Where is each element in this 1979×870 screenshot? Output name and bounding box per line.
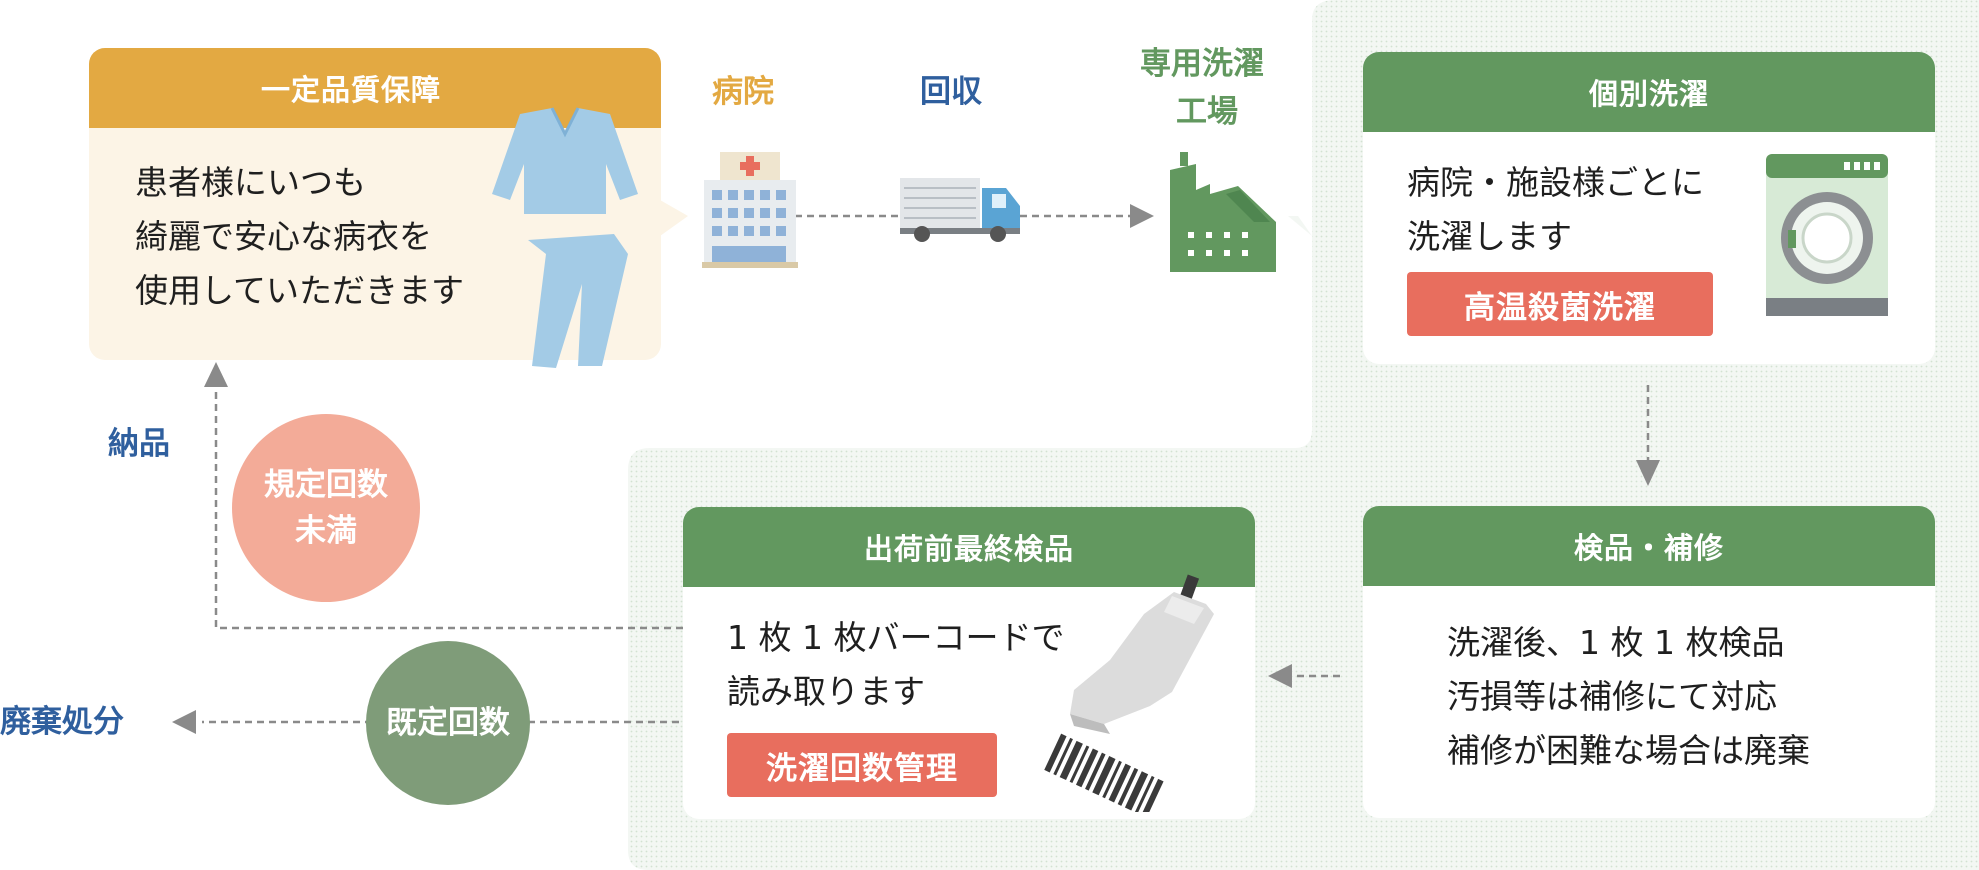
- inspect-line-2: 汚損等は補修にて対応: [1447, 677, 1777, 716]
- final-line-2: 読み取ります: [727, 672, 925, 711]
- inspection-repair-card: 検品・補修 洗濯後、1 枚 1 枚検品 汚損等は補修にて対応 補修が困難な場合は…: [1363, 506, 1935, 818]
- under-limit-line-1: 規定回数: [264, 467, 388, 503]
- factory-label-line-1: 専用洗濯: [1140, 46, 1264, 82]
- quality-line-1: 患者様にいつも: [135, 163, 366, 202]
- final-line-1: 1 枚 1 枚バーコードで: [727, 618, 1065, 657]
- washing-machine-icon: [1766, 154, 1888, 316]
- wash-line-1: 病院・施設様ごとに: [1407, 163, 1704, 202]
- factory-label-line-2: 工場: [1176, 94, 1238, 130]
- quality-card-title: 一定品質保障: [89, 48, 661, 128]
- under-limit-count-circle: 規定回数未満: [232, 414, 420, 602]
- factory-icon: [1170, 152, 1276, 272]
- bubble-pointer: [660, 200, 688, 236]
- quality-line-3: 使用していただきます: [135, 271, 465, 310]
- arrow-up-to-delivery: [204, 362, 228, 387]
- final-card-title: 出荷前最終検品: [683, 507, 1255, 587]
- pajama-icon: [492, 107, 638, 368]
- inspect-line-1: 洗濯後、1 枚 1 枚検品: [1447, 623, 1785, 662]
- disposal-label: 廃棄処分: [0, 704, 124, 740]
- barcode-scanner-icon: [1044, 574, 1214, 812]
- arrow-to-factory: [1130, 204, 1154, 228]
- hospital-building-icon: [702, 152, 798, 268]
- limit-reached-circle: 既定回数: [366, 641, 530, 805]
- wash-card-title: 個別洗濯: [1363, 52, 1935, 132]
- collection-label: 回収: [920, 74, 982, 110]
- arrow-left-to-final: [1268, 664, 1292, 688]
- high-temp-sterilization-tag: 高温殺菌洗濯: [1407, 272, 1713, 336]
- delivery-truck-icon: [900, 178, 1020, 242]
- arrow-left-to-disposal: [172, 710, 196, 734]
- quality-line-2: 綺麗で安心な病衣を: [135, 217, 432, 256]
- inspect-line-3: 補修が困難な場合は廃棄: [1447, 731, 1810, 770]
- limit-reached-label: 既定回数: [386, 705, 510, 741]
- wash-line-2: 洗濯します: [1407, 217, 1572, 256]
- arrow-down-to-inspect: [1636, 460, 1660, 486]
- wash-count-management-tag: 洗濯回数管理: [727, 733, 997, 797]
- inspect-card-title: 検品・補修: [1363, 506, 1935, 586]
- under-limit-line-2: 未満: [295, 513, 357, 549]
- hospital-label: 病院: [712, 74, 774, 110]
- delivery-label: 納品: [108, 426, 170, 462]
